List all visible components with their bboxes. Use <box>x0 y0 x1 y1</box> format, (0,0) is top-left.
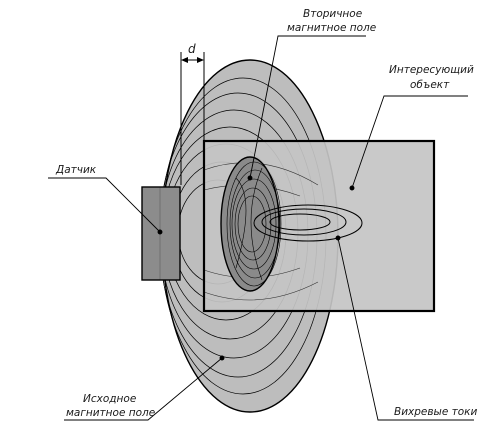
field-line <box>229 169 281 279</box>
sensor-label: Датчик <box>55 164 97 176</box>
eddy-loop <box>261 208 347 236</box>
eddy-currents <box>253 204 363 242</box>
leader-primary-field <box>64 357 223 421</box>
field-line <box>226 161 282 287</box>
primary-field-label-line1: Исходное <box>83 393 136 405</box>
field-line <box>237 195 267 253</box>
secondary-field <box>220 156 282 292</box>
secondary-field-label-line2: магнитное поле <box>287 22 376 34</box>
leader-lines <box>48 35 474 421</box>
eddy-loop <box>253 204 363 242</box>
object-label-line2: объект <box>410 79 450 91</box>
leader-eddy-currents <box>337 237 474 421</box>
leader-sensor <box>48 177 161 233</box>
secondary-field-label-line1: Вторичное <box>303 8 362 20</box>
distance-dimension <box>180 52 205 185</box>
eddy-loop <box>269 213 331 231</box>
primary-field-label-line2: магнитное поле <box>66 407 155 419</box>
secondary-field-lines <box>226 161 282 287</box>
field-line <box>231 178 277 270</box>
object-label-line1: Интересующий <box>389 64 474 76</box>
leader-object <box>351 95 468 189</box>
eddy-currents-label: Вихревые токи <box>394 406 478 418</box>
leader-secondary-field <box>249 35 366 179</box>
distance-label: d <box>188 42 196 56</box>
